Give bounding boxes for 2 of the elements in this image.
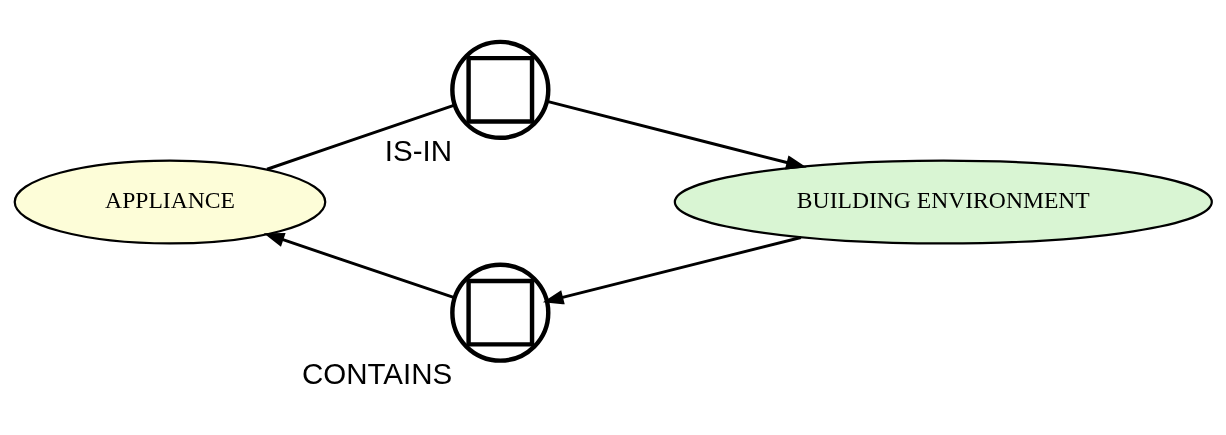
node-label: IS-IN [384,134,453,168]
node-label: CONTAINS [301,357,453,391]
